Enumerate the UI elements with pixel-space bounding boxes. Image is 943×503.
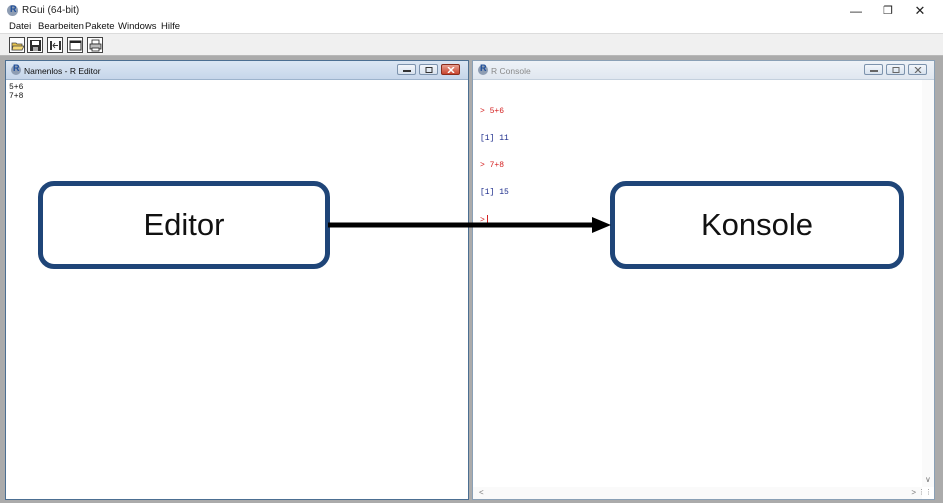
editor-window[interactable]: R Namenlos - R Editor 5+6 7+8 bbox=[5, 60, 469, 500]
editor-text-area[interactable]: 5+6 7+8 bbox=[6, 80, 468, 499]
menu-windows[interactable]: Windows bbox=[118, 21, 157, 32]
menu-hilfe[interactable]: Hilfe bbox=[161, 21, 181, 32]
save-icon bbox=[30, 40, 41, 51]
editor-annotation-box: Editor bbox=[38, 181, 330, 269]
editor-maximize-button[interactable] bbox=[419, 64, 438, 75]
load-workspace-button[interactable] bbox=[47, 37, 63, 53]
minimize-icon bbox=[403, 70, 411, 72]
console-title: R Console bbox=[491, 66, 531, 76]
editor-close-button[interactable] bbox=[441, 64, 460, 75]
console-prompt-line[interactable]: > bbox=[480, 215, 518, 225]
console-window[interactable]: R R Console > 5+6 [1] 11 > 7+8 [1] 15 > … bbox=[472, 60, 935, 500]
editor-code[interactable]: 5+6 7+8 bbox=[9, 83, 24, 101]
editor-minimize-button[interactable] bbox=[397, 64, 416, 75]
new-window-button[interactable] bbox=[67, 37, 83, 53]
r-logo-icon: R bbox=[7, 4, 18, 16]
menu-bearbeiten[interactable]: Bearbeiten bbox=[38, 21, 84, 32]
scroll-left-icon[interactable]: < bbox=[479, 488, 484, 497]
console-close-button[interactable] bbox=[908, 64, 927, 75]
maximize-icon bbox=[425, 67, 433, 73]
scroll-right-icon[interactable]: > bbox=[911, 488, 916, 497]
minimize-icon bbox=[870, 70, 878, 72]
console-line: > 5+6 bbox=[480, 107, 505, 116]
editor-title-bar[interactable]: R Namenlos - R Editor bbox=[6, 61, 468, 80]
scroll-down-icon[interactable]: ∨ bbox=[925, 475, 931, 484]
console-line: > 7+8 bbox=[480, 161, 505, 170]
console-annotation-box: Konsole bbox=[610, 181, 904, 269]
console-minimize-button[interactable] bbox=[864, 64, 883, 75]
console-horizontal-scrollbar[interactable]: < > bbox=[473, 487, 922, 499]
console-maximize-button[interactable] bbox=[886, 64, 905, 75]
console-output-area[interactable]: > 5+6 [1] 11 > 7+8 [1] 15 > ∨ < > ⋮⋮ bbox=[473, 80, 934, 499]
close-icon bbox=[914, 67, 922, 73]
r-logo-icon: R bbox=[11, 63, 21, 75]
arrow-right-icon bbox=[328, 217, 611, 233]
console-title-bar[interactable]: R R Console bbox=[473, 61, 934, 80]
maximize-icon bbox=[892, 67, 900, 73]
menu-datei[interactable]: Datei bbox=[9, 21, 32, 32]
print-icon bbox=[89, 39, 102, 52]
mdi-workspace: R Namenlos - R Editor 5+6 7+8 R R Consol… bbox=[0, 56, 943, 503]
editor-title: Namenlos - R Editor bbox=[24, 66, 101, 76]
console-line: [1] 11 bbox=[480, 134, 509, 143]
load-workspace-icon bbox=[50, 41, 61, 50]
console-lines: > 5+6 [1] 11 > 7+8 [1] 15 > bbox=[480, 89, 518, 242]
r-logo-icon: R bbox=[478, 63, 488, 75]
menu-pakete[interactable]: Pakete bbox=[85, 21, 115, 32]
save-button[interactable] bbox=[27, 37, 43, 53]
print-button[interactable] bbox=[87, 37, 103, 53]
new-window-icon bbox=[69, 40, 82, 51]
console-vertical-scrollbar[interactable]: ∨ bbox=[922, 80, 934, 487]
minimize-button[interactable]: — bbox=[850, 4, 862, 18]
editor-annotation-label: Editor bbox=[143, 207, 225, 242]
console-line: [1] 15 bbox=[480, 188, 509, 197]
toolbar bbox=[0, 33, 943, 56]
text-cursor bbox=[486, 215, 488, 223]
console-annotation-label: Konsole bbox=[700, 207, 814, 242]
open-script-button[interactable] bbox=[9, 37, 25, 53]
close-icon bbox=[447, 67, 455, 73]
resize-grip-icon[interactable]: ⋮⋮ bbox=[918, 489, 932, 496]
app-title: RGui (64-bit) bbox=[22, 5, 80, 16]
open-script-icon bbox=[11, 42, 24, 51]
restore-button[interactable]: ❐ bbox=[883, 5, 893, 17]
console-prompt: > bbox=[480, 216, 485, 225]
app-title-bar: R RGui (64-bit) — ❐ ✕ bbox=[0, 0, 943, 20]
close-button[interactable]: ✕ bbox=[914, 3, 926, 18]
